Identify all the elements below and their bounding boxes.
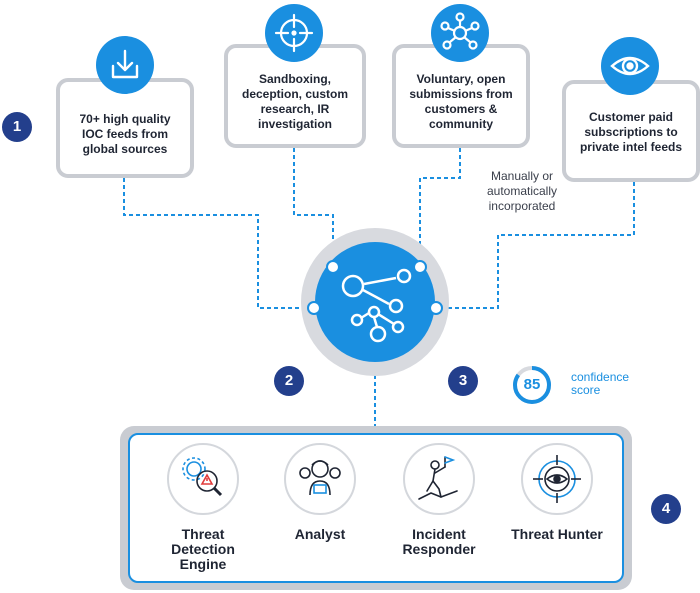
hub-node-right — [429, 301, 443, 315]
analyst-icon — [284, 443, 356, 515]
role-threat-detection-engine: Threat Detection Engine — [148, 443, 258, 572]
incorporation-note: Manually or automatically incorporated — [486, 169, 558, 213]
download-icon — [96, 36, 154, 94]
source-text-research: Sandboxing, deception, custom research, … — [241, 72, 348, 131]
gear-alert-magnifier-icon — [167, 443, 239, 515]
role-analyst: Analyst — [265, 443, 375, 542]
source-text-submissions: Voluntary, open submissions from custome… — [409, 72, 513, 131]
network-icon — [431, 4, 489, 62]
role-incident-responder: Incident Responder — [384, 443, 494, 557]
source-text-ioc-feeds: 70+ high quality IOC feeds from global s… — [79, 112, 171, 156]
role-label-analyst: Analyst — [294, 526, 346, 542]
connector-source-4 — [436, 182, 635, 309]
confidence-gauge: 85 — [512, 365, 552, 405]
connector-source-2 — [293, 148, 334, 265]
role-label-threat-hunter: Threat Hunter — [511, 526, 603, 542]
source-card-ioc-feeds: 70+ high quality IOC feeds from global s… — [56, 78, 194, 178]
role-threat-hunter: Threat Hunter — [502, 443, 612, 542]
connector-source-1 — [123, 178, 314, 309]
climber-flag-icon — [403, 443, 475, 515]
eye-icon — [601, 37, 659, 95]
source-text-subscriptions: Customer paid subscriptions to private i… — [579, 110, 683, 154]
step-badge-2: 2 — [274, 366, 304, 396]
step-badge-1: 1 — [2, 112, 32, 142]
connector-source-3 — [419, 148, 461, 265]
hub-node-top-right — [413, 260, 427, 274]
confidence-score-label: confidence score — [571, 370, 630, 397]
hub-node-top-left — [326, 260, 340, 274]
hub-core — [315, 242, 435, 362]
source-card-subscriptions: Customer paid subscriptions to private i… — [562, 80, 700, 182]
step-badge-4: 4 — [651, 494, 681, 524]
step-badge-3: 3 — [448, 366, 478, 396]
role-label-incident-responder: Incident Responder — [402, 526, 476, 557]
hub-network-icon — [341, 268, 412, 343]
role-label-threat-detection-engine: Threat Detection Engine — [171, 526, 235, 572]
confidence-score-value: 85 — [523, 376, 541, 393]
crosshair-icon — [265, 4, 323, 62]
target-eye-icon — [521, 443, 593, 515]
hub-node-left — [307, 301, 321, 315]
